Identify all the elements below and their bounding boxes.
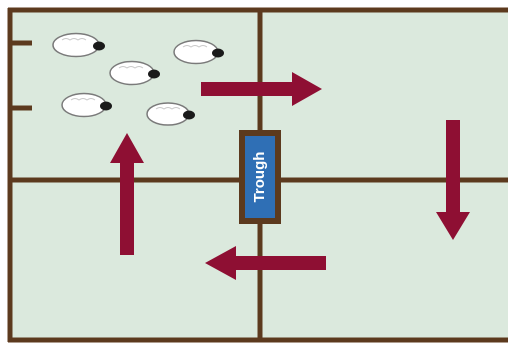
arrow-up	[110, 133, 144, 255]
arrow-right	[201, 72, 322, 106]
arrow-down	[436, 120, 470, 240]
sheep-head	[93, 41, 105, 51]
sheep-head	[100, 101, 112, 111]
sheep	[173, 39, 224, 65]
sheep-flock	[52, 32, 224, 126]
sheep	[61, 92, 112, 118]
arrow-left	[205, 246, 326, 280]
sheep	[146, 102, 195, 126]
sheep	[52, 32, 105, 58]
sheep-head	[148, 69, 160, 79]
sheep-head	[183, 110, 195, 120]
trough-water	[245, 136, 275, 218]
sheep-head	[212, 48, 224, 58]
trough-label: Trough	[251, 152, 268, 203]
sheep	[109, 60, 160, 86]
rotation-arrows	[110, 72, 470, 280]
trough: Trough	[239, 130, 281, 224]
